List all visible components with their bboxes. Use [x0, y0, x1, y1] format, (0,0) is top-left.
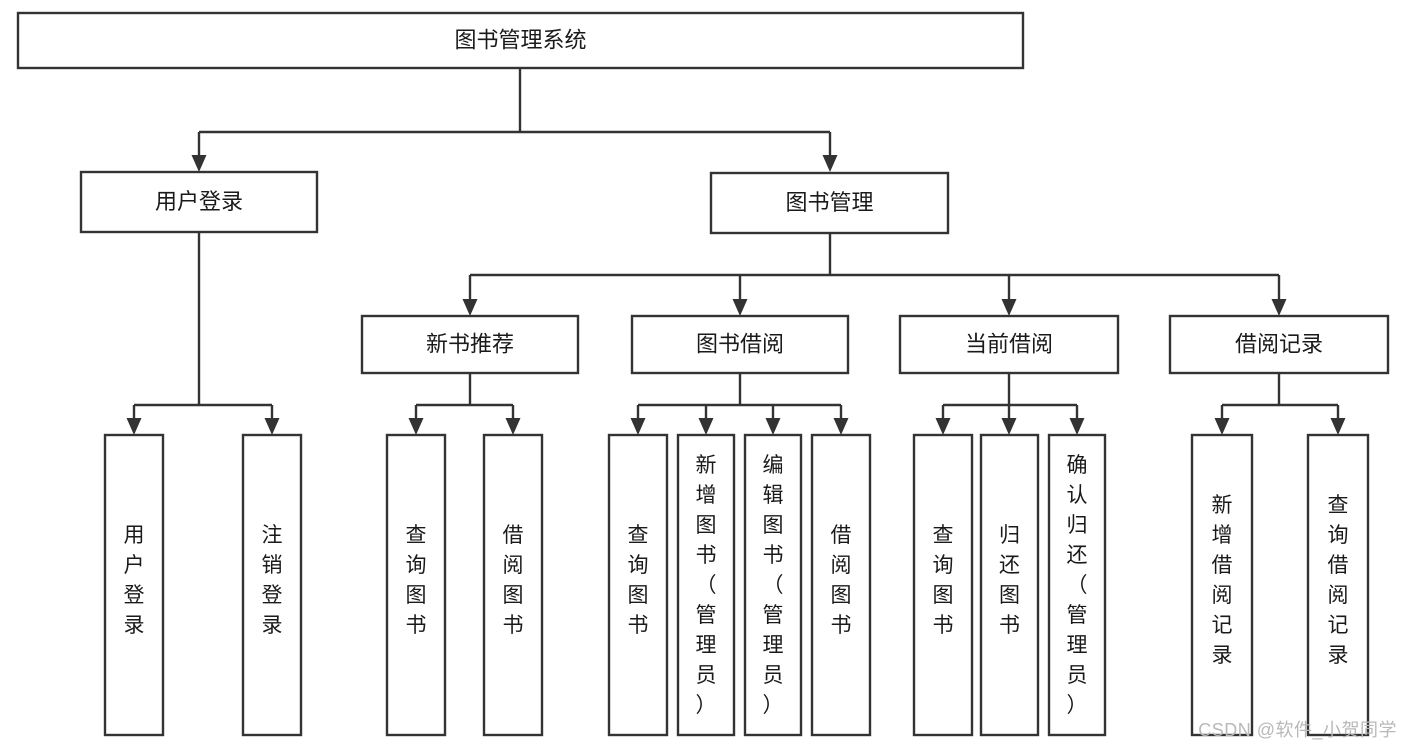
node-level3-借阅记录-label: 借阅记录 — [1235, 331, 1323, 356]
node-leaf-1-注销登录[interactable]: 注销登录 — [241, 433, 303, 737]
node-leaf-6-编辑图书管理员-box[interactable] — [743, 433, 803, 737]
node-level2-用户登录-box[interactable] — [79, 170, 319, 234]
node-level2-图书管理-label: 图书管理 — [785, 190, 873, 215]
node-leaf-10-确认归还管理员-box[interactable] — [1047, 433, 1107, 737]
node-leaf-10-确认归还管理员-label: 确认归还（管理员） — [1067, 454, 1088, 717]
arrow-head-icon — [408, 418, 424, 435]
arrow-head-icon — [1214, 418, 1230, 435]
node-leaf-9-归还图书-box[interactable] — [979, 433, 1040, 737]
arrow-head-icon — [1001, 299, 1017, 316]
node-leaf-5-新增图书管理员[interactable]: 新增图书（管理员） — [676, 433, 736, 737]
node-root-图书管理系统[interactable]: 图书管理系统 — [16, 11, 1025, 70]
node-level3-当前借阅-box[interactable] — [898, 314, 1120, 375]
arrow-head-icon — [833, 418, 849, 435]
arrow-head-icon — [1069, 418, 1085, 435]
arrow-head-icon — [1271, 299, 1287, 316]
connector-new-book-to-leaves — [408, 373, 521, 435]
node-leaf-7-借阅图书-label: 借阅图书 — [831, 524, 852, 637]
node-leaf-5-新增图书管理员-box[interactable] — [676, 433, 736, 737]
node-level3-图书借阅[interactable]: 图书借阅 — [630, 314, 850, 375]
arrow-head-icon — [732, 299, 748, 316]
node-level3-借阅记录-box[interactable] — [1168, 314, 1390, 375]
node-leaf-4-查询图书[interactable]: 查询图书 — [607, 433, 669, 737]
arrow-head-icon — [822, 155, 838, 172]
node-leaf-1-注销登录-box[interactable] — [241, 433, 303, 737]
node-level2-图书管理-box[interactable] — [709, 171, 950, 235]
node-leaf-6-编辑图书管理员-label: 编辑图书（管理员） — [763, 454, 784, 717]
node-leaf-12-查询借阅记录-label: 查询借阅记录 — [1328, 494, 1349, 667]
node-root-图书管理系统-label: 图书管理系统 — [454, 27, 586, 52]
node-leaf-12-查询借阅记录-box[interactable] — [1306, 433, 1370, 737]
connector-root-to-level2 — [191, 68, 838, 172]
node-leaf-2-查询图书-box[interactable] — [385, 433, 447, 737]
arrow-head-icon — [264, 418, 280, 435]
node-root-图书管理系统-box[interactable] — [16, 11, 1025, 70]
node-leaf-2-查询图书-label: 查询图书 — [406, 524, 427, 637]
node-level2-用户登录-label: 用户登录 — [155, 189, 243, 214]
node-leaf-12-查询借阅记录[interactable]: 查询借阅记录 — [1306, 433, 1370, 737]
connector-user-login-to-leaves — [126, 232, 280, 435]
node-leaf-0-用户登录-box[interactable] — [103, 433, 165, 737]
connector-current-borrow-to-leaves — [935, 373, 1085, 435]
arrow-head-icon — [765, 418, 781, 435]
arrow-head-icon — [698, 418, 714, 435]
arrow-head-icon — [462, 299, 478, 316]
node-leaf-8-查询图书-box[interactable] — [912, 433, 974, 737]
node-leaf-7-借阅图书-box[interactable] — [810, 433, 872, 737]
node-leaf-9-归还图书[interactable]: 归还图书 — [979, 433, 1040, 737]
node-leaf-4-查询图书-box[interactable] — [607, 433, 669, 737]
node-level3-新书推荐-label: 新书推荐 — [426, 331, 514, 356]
connector-borrow-record-to-leaves — [1214, 373, 1346, 435]
node-leaf-7-借阅图书[interactable]: 借阅图书 — [810, 433, 872, 737]
node-leaf-11-新增借阅记录[interactable]: 新增借阅记录 — [1190, 433, 1254, 737]
node-level2-图书管理[interactable]: 图书管理 — [709, 171, 950, 235]
node-leaf-8-查询图书-label: 查询图书 — [933, 524, 954, 637]
node-level3-当前借阅-label: 当前借阅 — [965, 331, 1053, 356]
node-leaf-11-新增借阅记录-box[interactable] — [1190, 433, 1254, 737]
node-level3-图书借阅-box[interactable] — [630, 314, 850, 375]
node-leaf-3-借阅图书-box[interactable] — [482, 433, 544, 737]
node-leaf-9-归还图书-label: 归还图书 — [999, 524, 1020, 637]
node-level2-用户登录[interactable]: 用户登录 — [79, 170, 319, 234]
node-leaf-10-确认归还管理员[interactable]: 确认归还（管理员） — [1047, 433, 1107, 737]
node-leaf-4-查询图书-label: 查询图书 — [628, 524, 649, 637]
nodes-layer: 图书管理系统用户登录图书管理新书推荐图书借阅当前借阅借阅记录用户登录注销登录查询… — [16, 11, 1390, 737]
node-level3-图书借阅-label: 图书借阅 — [696, 331, 784, 356]
arrow-head-icon — [126, 418, 142, 435]
node-level3-新书推荐[interactable]: 新书推荐 — [360, 314, 580, 375]
arrow-head-icon — [1001, 418, 1017, 435]
node-leaf-2-查询图书[interactable]: 查询图书 — [385, 433, 447, 737]
node-leaf-5-新增图书管理员-label: 新增图书（管理员） — [696, 454, 717, 717]
connector-book-borrow-to-leaves — [630, 373, 849, 435]
node-leaf-8-查询图书[interactable]: 查询图书 — [912, 433, 974, 737]
node-leaf-3-借阅图书-label: 借阅图书 — [503, 524, 524, 637]
node-leaf-0-用户登录-label: 用户登录 — [124, 524, 145, 637]
arrow-head-icon — [191, 155, 207, 172]
node-level3-当前借阅[interactable]: 当前借阅 — [898, 314, 1120, 375]
connector-book-manage-to-level3 — [462, 233, 1287, 316]
arrow-head-icon — [630, 418, 646, 435]
arrow-head-icon — [505, 418, 521, 435]
node-leaf-6-编辑图书管理员[interactable]: 编辑图书（管理员） — [743, 433, 803, 737]
node-level3-借阅记录[interactable]: 借阅记录 — [1168, 314, 1390, 375]
node-leaf-3-借阅图书[interactable]: 借阅图书 — [482, 433, 544, 737]
watermark-text: CSDN @软件_小贺同学 — [1198, 720, 1397, 740]
arrow-head-icon — [935, 418, 951, 435]
arrow-head-icon — [1330, 418, 1346, 435]
node-leaf-11-新增借阅记录-label: 新增借阅记录 — [1212, 494, 1233, 667]
node-level3-新书推荐-box[interactable] — [360, 314, 580, 375]
node-leaf-1-注销登录-label: 注销登录 — [262, 524, 283, 637]
node-leaf-0-用户登录[interactable]: 用户登录 — [103, 433, 165, 737]
connectors-layer — [126, 68, 1346, 435]
